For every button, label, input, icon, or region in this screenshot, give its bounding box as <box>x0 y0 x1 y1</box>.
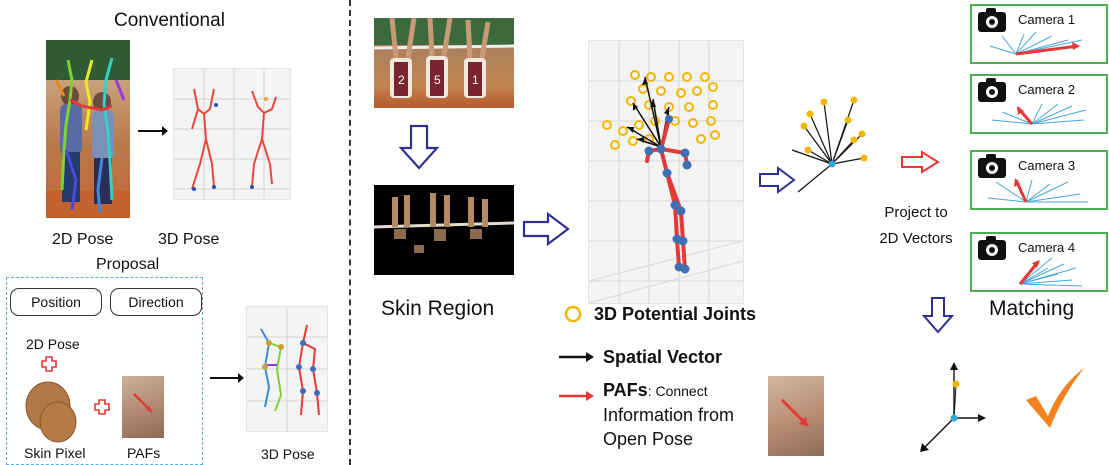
plus-icon <box>41 356 57 372</box>
conventional-arrow <box>138 126 168 136</box>
svg-text:1: 1 <box>472 73 479 87</box>
conventional-2d-pose-label: 2D Pose <box>52 231 114 248</box>
legend-pafs: PAFs: Connect Information from Open Pose <box>603 378 734 451</box>
camera-label: Camera 4 <box>1018 240 1076 255</box>
proposal-title: Proposal <box>96 256 160 273</box>
camera-icon <box>978 12 1006 32</box>
legend-pafs-line2: Information from <box>603 405 735 425</box>
project-label: Project to 2D Vectors <box>868 200 964 252</box>
conventional-photo <box>46 40 130 218</box>
check-icon <box>1026 368 1084 428</box>
legend-pafs-line1: : Connect <box>647 383 708 399</box>
direction-button[interactable]: Direction <box>110 288 202 316</box>
svg-text:2: 2 <box>398 73 405 87</box>
camera-icon-bump <box>986 78 996 83</box>
skin-region-label: Skin Region <box>381 297 495 320</box>
camera-panel-3: Camera 3 <box>970 150 1108 210</box>
camera-icon-bump <box>986 8 996 13</box>
vector-star-plot <box>791 96 868 193</box>
down-arrow-icon <box>922 297 954 334</box>
svg-text:5: 5 <box>434 73 441 87</box>
camera-label: Camera 2 <box>1018 82 1076 97</box>
legend-pafs-line3: Open Pose <box>603 429 694 449</box>
proposal-3d-pose-label: 3D Pose <box>261 446 315 462</box>
red-arrow-icon <box>559 391 594 401</box>
camera-panel-4: Camera 4 <box>970 232 1108 292</box>
right-arrow-icon <box>759 166 796 194</box>
position-button[interactable]: Position <box>10 288 102 316</box>
main-3d-plot <box>588 40 744 304</box>
project-line2: 2D Vectors <box>879 230 953 247</box>
skin-pixel-label: Skin Pixel <box>24 445 86 461</box>
pafs-legend-thumbnail <box>768 376 824 456</box>
pafs-thumbnail <box>122 376 164 438</box>
camera-icon <box>978 158 1006 178</box>
camera-label: Camera 3 <box>1018 158 1076 173</box>
result-axes <box>920 362 986 452</box>
matching-label: Matching <box>989 297 1075 320</box>
conventional-3d-pose-label: 3D Pose <box>158 231 220 248</box>
proposal-arrow <box>210 373 244 383</box>
camera-panel-1: Camera 1 <box>970 4 1108 64</box>
camera-icon <box>978 240 1006 260</box>
conventional-3d-pose-plot <box>173 68 291 200</box>
yellow-circle-icon <box>564 305 582 323</box>
legend-potential-joints: 3D Potential Joints <box>594 304 757 324</box>
plus-icon <box>94 399 110 415</box>
proposal-2d-pose-label: 2D Pose <box>26 336 80 352</box>
legend-spatial-vector: Spatial Vector <box>603 347 723 367</box>
black-arrow-icon <box>559 352 594 362</box>
camera-vectors <box>987 178 1088 203</box>
camera-vectors <box>1018 257 1083 287</box>
red-outline-arrow-icon <box>901 150 940 174</box>
pafs-label: PAFs <box>127 445 161 461</box>
camera-label: Camera 1 <box>1018 12 1076 27</box>
legend-pafs-bold: PAFs <box>603 380 648 400</box>
camera-icon-bump <box>986 236 996 241</box>
project-line1: Project to <box>884 204 948 221</box>
camera-icon-bump <box>986 154 996 159</box>
input-image-photo: 2 5 1 <box>374 18 514 108</box>
camera-panel-2: Camera 2 <box>970 74 1108 134</box>
camera-vectors <box>991 103 1087 125</box>
conventional-title: Conventional <box>114 10 225 31</box>
skin-pixel-blob <box>25 381 77 443</box>
skin-region-image <box>374 185 514 275</box>
camera-icon <box>978 82 1006 102</box>
camera-vectors <box>989 31 1083 56</box>
down-arrow-icon <box>399 124 439 170</box>
proposal-3d-pose-plot <box>246 306 328 432</box>
right-arrow-icon <box>522 212 570 246</box>
section-divider <box>349 0 351 465</box>
